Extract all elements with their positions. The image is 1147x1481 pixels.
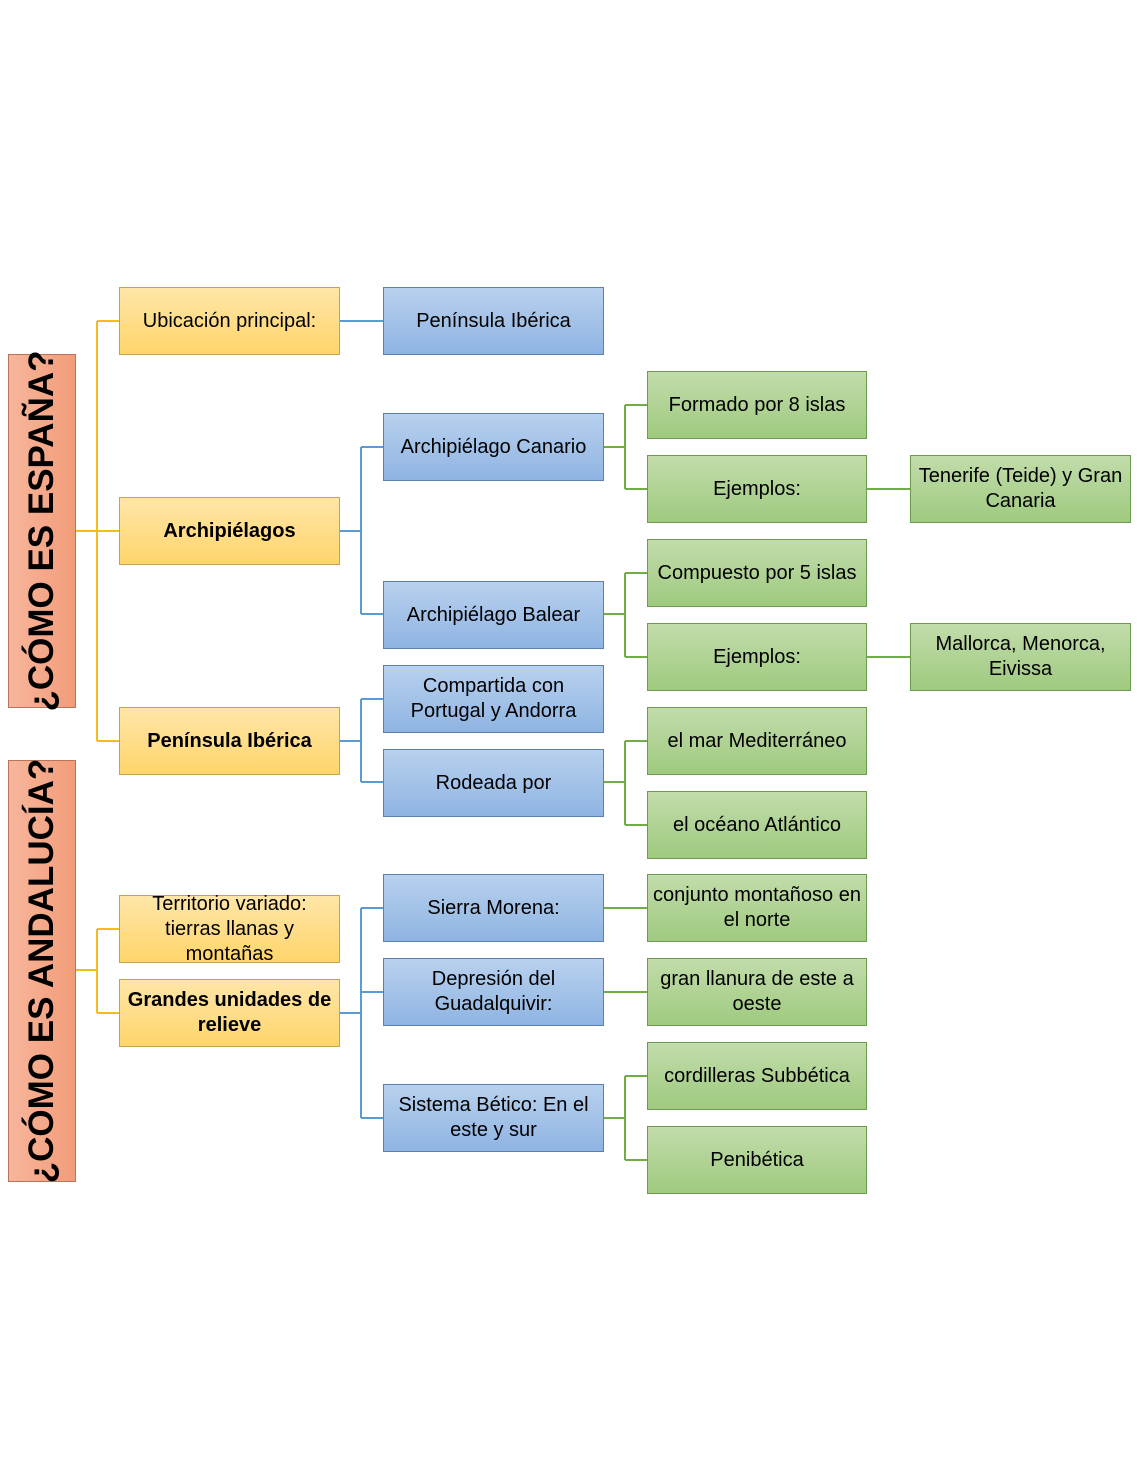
node-balear-ejemplos-value: Mallorca, Menorca, Eivissa — [910, 623, 1131, 691]
node-peninsula-iberica-value: Península Ibérica — [383, 287, 604, 355]
title-como-es-espana: ¿CÓMO ES ESPAÑA? — [8, 350, 76, 712]
node-peninsula-iberica: Península Ibérica — [119, 707, 340, 775]
node-depresion-guadalquivir: Depresión del Guadalquivir: — [383, 958, 604, 1026]
title-como-es-andalucia: ¿CÓMO ES ANDALUCÍA? — [8, 758, 76, 1184]
node-ubicacion-principal: Ubicación principal: — [119, 287, 340, 355]
node-compartida: Compartida con Portugal y Andorra — [383, 665, 604, 733]
title-como-es-andalucia-text: ¿CÓMO ES ANDALUCÍA? — [22, 758, 61, 1184]
green-connectors — [604, 404, 911, 1161]
node-canario-ejemplos: Ejemplos: — [647, 455, 867, 523]
node-compuesto-por-5-islas: Compuesto por 5 islas — [647, 539, 867, 607]
yellow-connectors — [76, 320, 120, 1014]
node-grandes-unidades-relieve: Grandes unidades de relieve — [119, 979, 340, 1047]
node-sistema-betico: Sistema Bético: En el este y sur — [383, 1084, 604, 1152]
node-archipielago-balear: Archipiélago Balear — [383, 581, 604, 649]
node-penibetica: Penibética — [647, 1126, 867, 1194]
node-sierra-morena-desc: conjunto montañoso en el norte — [647, 874, 867, 942]
node-depresion-desc: gran llanura de este a oeste — [647, 958, 867, 1026]
node-rodeada-por: Rodeada por — [383, 749, 604, 817]
title-como-es-espana-text: ¿CÓMO ES ESPAÑA? — [22, 350, 61, 712]
node-balear-ejemplos: Ejemplos: — [647, 623, 867, 691]
node-archipielago-canario: Archipiélago Canario — [383, 413, 604, 481]
blue-connectors — [340, 320, 384, 1119]
node-cordilleras-subbetica: cordilleras Subbética — [647, 1042, 867, 1110]
node-mar-mediterraneo: el mar Mediterráneo — [647, 707, 867, 775]
node-canario-ejemplos-value: Tenerife (Teide) y Gran Canaria — [910, 455, 1131, 523]
node-sierra-morena: Sierra Morena: — [383, 874, 604, 942]
node-archipielagos: Archipiélagos — [119, 497, 340, 565]
node-territorio-variado: Territorio variado: tierras llanas y mon… — [119, 893, 340, 965]
node-oceano-atlantico: el océano Atlántico — [647, 791, 867, 859]
node-formado-por-8-islas: Formado por 8 islas — [647, 371, 867, 439]
